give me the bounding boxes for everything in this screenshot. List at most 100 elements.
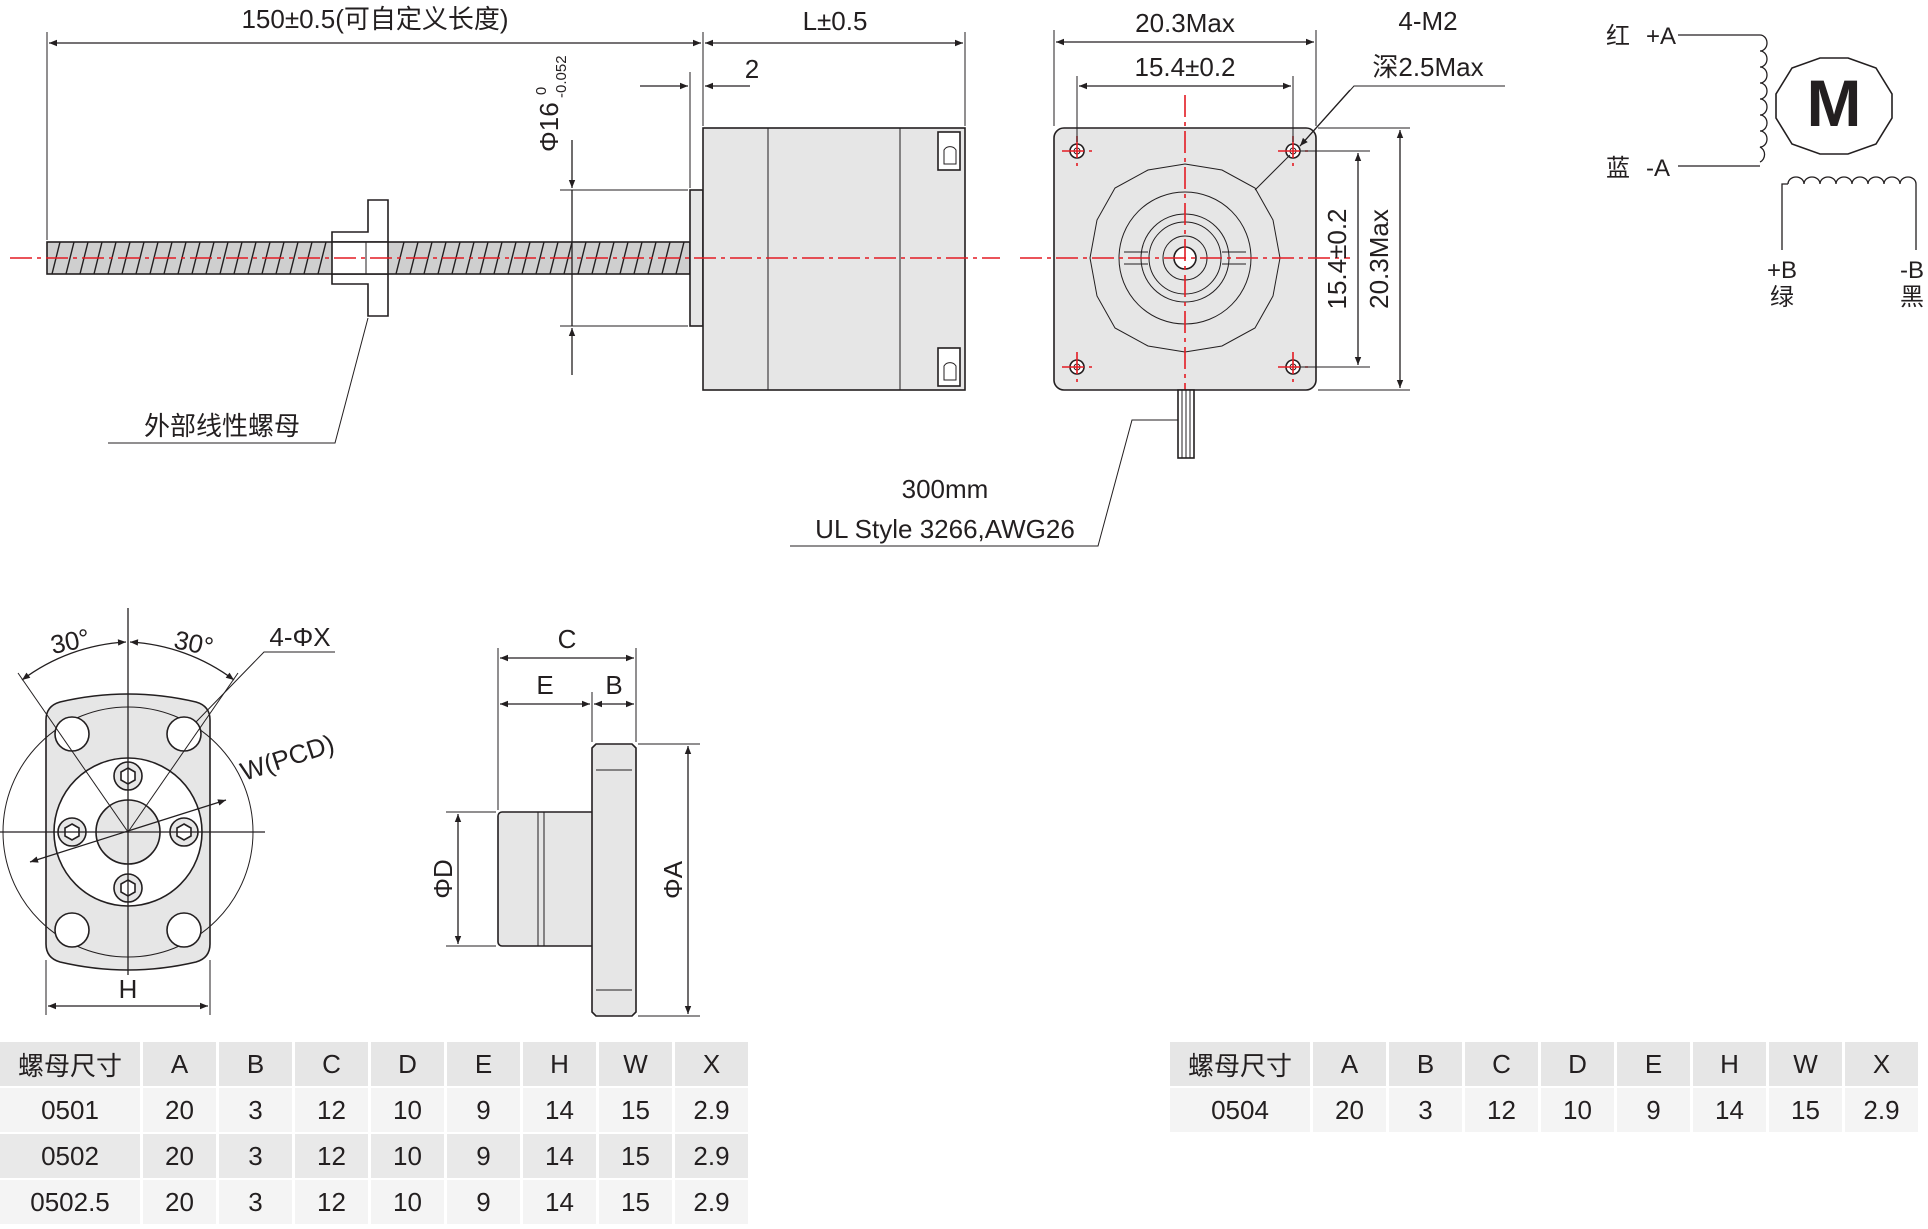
table-header-row: 螺母尺寸 A B C D E H W X <box>0 1042 748 1086</box>
motor-side-view: 150±0.5(可自定义长度) L±0.5 2 Φ16 0 -0.052 外部线… <box>10 4 1000 444</box>
b-minus-color: 黑 <box>1900 284 1924 311</box>
table-header-row: 螺母尺寸 A B C D E H W X <box>1170 1042 1918 1086</box>
dim-flange-text: 2 <box>745 54 759 84</box>
col-w: W <box>599 1042 672 1086</box>
cell-c: 12 <box>295 1180 368 1224</box>
nut-flange-side <box>591 743 637 1017</box>
col-c: C <box>1465 1042 1538 1086</box>
dim-v-hole-spacing-text: 15.4±0.2 <box>1322 208 1352 309</box>
table-row: 0502.5 20 3 12 10 9 14 15 2.9 <box>0 1180 748 1224</box>
dim-length-text: 150±0.5(可自定义长度) <box>241 4 508 34</box>
col-b: B <box>219 1042 292 1086</box>
col-e: E <box>447 1042 520 1086</box>
cell-c: 12 <box>295 1134 368 1178</box>
dim-e-text: E <box>536 670 553 700</box>
cell-a: 20 <box>143 1088 216 1132</box>
cell-b: 3 <box>219 1134 292 1178</box>
col-d: D <box>1541 1042 1614 1086</box>
cell-w: 15 <box>599 1088 672 1132</box>
dim-body-text: L±0.5 <box>803 6 868 36</box>
a-plus-color: 红 <box>1606 23 1630 50</box>
nut-front-view: 30° 30° 4-ΦX W(PCD) H <box>0 608 338 1015</box>
col-nut-size: 螺母尺寸 <box>0 1042 140 1086</box>
cable-spec-text: UL Style 3266,AWG26 <box>815 514 1075 544</box>
table-row: 0501 20 3 12 10 9 14 15 2.9 <box>0 1088 748 1132</box>
cell-h: 14 <box>1693 1088 1766 1132</box>
cell-e: 9 <box>447 1180 520 1224</box>
nut-bolt-holes <box>54 716 202 948</box>
dim-c-text: C <box>558 624 577 654</box>
col-w: W <box>1769 1042 1842 1086</box>
motor-symbol-text: M <box>1807 66 1862 140</box>
hole-label-text: 4-ΦX <box>269 622 330 652</box>
cell-a: 20 <box>143 1180 216 1224</box>
col-nut-size: 螺母尺寸 <box>1170 1042 1310 1086</box>
col-x: X <box>675 1042 748 1086</box>
a-minus-color: 蓝 <box>1606 155 1630 182</box>
dim-boss-text: Φ16 0 <box>533 87 564 152</box>
cell-model: 0504 <box>1170 1088 1310 1132</box>
dim-b-text: B <box>605 670 622 700</box>
b-plus-label: +B <box>1767 257 1797 284</box>
cell-model: 0502 <box>0 1134 140 1178</box>
col-b: B <box>1389 1042 1462 1086</box>
cell-h: 14 <box>523 1088 596 1132</box>
dim-h-text: H <box>119 974 138 1004</box>
cell-x: 2.9 <box>675 1134 748 1178</box>
cell-e: 9 <box>447 1088 520 1132</box>
col-d: D <box>371 1042 444 1086</box>
motor-symbol <box>1775 57 1893 155</box>
dim-d-text: ΦD <box>428 859 458 899</box>
cell-h: 14 <box>523 1134 596 1178</box>
hole-label-line1: 4-M2 <box>1398 6 1457 36</box>
cell-w: 15 <box>599 1180 672 1224</box>
table-row: 0504 20 3 12 10 9 14 15 2.9 <box>1170 1088 1918 1132</box>
cell-x: 2.9 <box>675 1088 748 1132</box>
angle-right-text: 30° <box>172 624 217 662</box>
col-c: C <box>295 1042 368 1086</box>
wiring-diagram: M 红 +A 蓝 -A +B 绿 -B 黑 <box>1606 23 1924 311</box>
cell-e: 9 <box>447 1134 520 1178</box>
dim-hole-spacing-text: 15.4±0.2 <box>1134 52 1235 82</box>
cell-h: 14 <box>523 1180 596 1224</box>
cell-c: 12 <box>1465 1088 1538 1132</box>
cell-x: 2.9 <box>675 1180 748 1224</box>
a-plus-label: +A <box>1646 23 1676 50</box>
cell-model: 0502.5 <box>0 1180 140 1224</box>
dim-boss-tolerance: -0.052 <box>553 55 570 98</box>
table-row: 0502 20 3 12 10 9 14 15 2.9 <box>0 1134 748 1178</box>
pcd-label-text: W(PCD) <box>237 728 338 786</box>
b-minus-label: -B <box>1900 257 1924 284</box>
col-x: X <box>1845 1042 1918 1086</box>
a-minus-label: -A <box>1646 155 1670 182</box>
col-a: A <box>143 1042 216 1086</box>
cell-e: 9 <box>1617 1088 1690 1132</box>
cell-w: 15 <box>599 1134 672 1178</box>
col-h: H <box>523 1042 596 1086</box>
cell-d: 10 <box>371 1134 444 1178</box>
dim-v-height-text: 20.3Max <box>1364 209 1394 309</box>
angle-left-text: 30° <box>48 622 93 660</box>
nut-size-table-right: 螺母尺寸 A B C D E H W X 0504 20 3 12 10 9 1… <box>1167 1040 1921 1134</box>
col-h: H <box>1693 1042 1766 1086</box>
cell-b: 3 <box>1389 1088 1462 1132</box>
nut-size-table-left: 螺母尺寸 A B C D E H W X 0501 20 3 12 10 9 1… <box>0 1040 751 1226</box>
cell-a: 20 <box>143 1134 216 1178</box>
motor-body <box>702 127 966 391</box>
cell-d: 10 <box>371 1180 444 1224</box>
cell-c: 12 <box>295 1088 368 1132</box>
dim-a-text: ΦA <box>658 860 688 899</box>
col-e: E <box>1617 1042 1690 1086</box>
hole-label-line2: 深2.5Max <box>1372 52 1483 82</box>
cell-b: 3 <box>219 1088 292 1132</box>
col-a: A <box>1313 1042 1386 1086</box>
cable-length-text: 300mm <box>902 474 989 504</box>
cell-d: 10 <box>371 1088 444 1132</box>
nut-body <box>497 811 599 947</box>
nut-label-text: 外部线性螺母 <box>144 411 300 441</box>
dim-width-text: 20.3Max <box>1135 8 1235 38</box>
cell-b: 3 <box>219 1180 292 1224</box>
cell-w: 15 <box>1769 1088 1842 1132</box>
cell-model: 0501 <box>0 1088 140 1132</box>
motor-front-view: 20.3Max 15.4±0.2 4-M2 深2.5Max 15.4±0.2 2… <box>790 6 1505 547</box>
